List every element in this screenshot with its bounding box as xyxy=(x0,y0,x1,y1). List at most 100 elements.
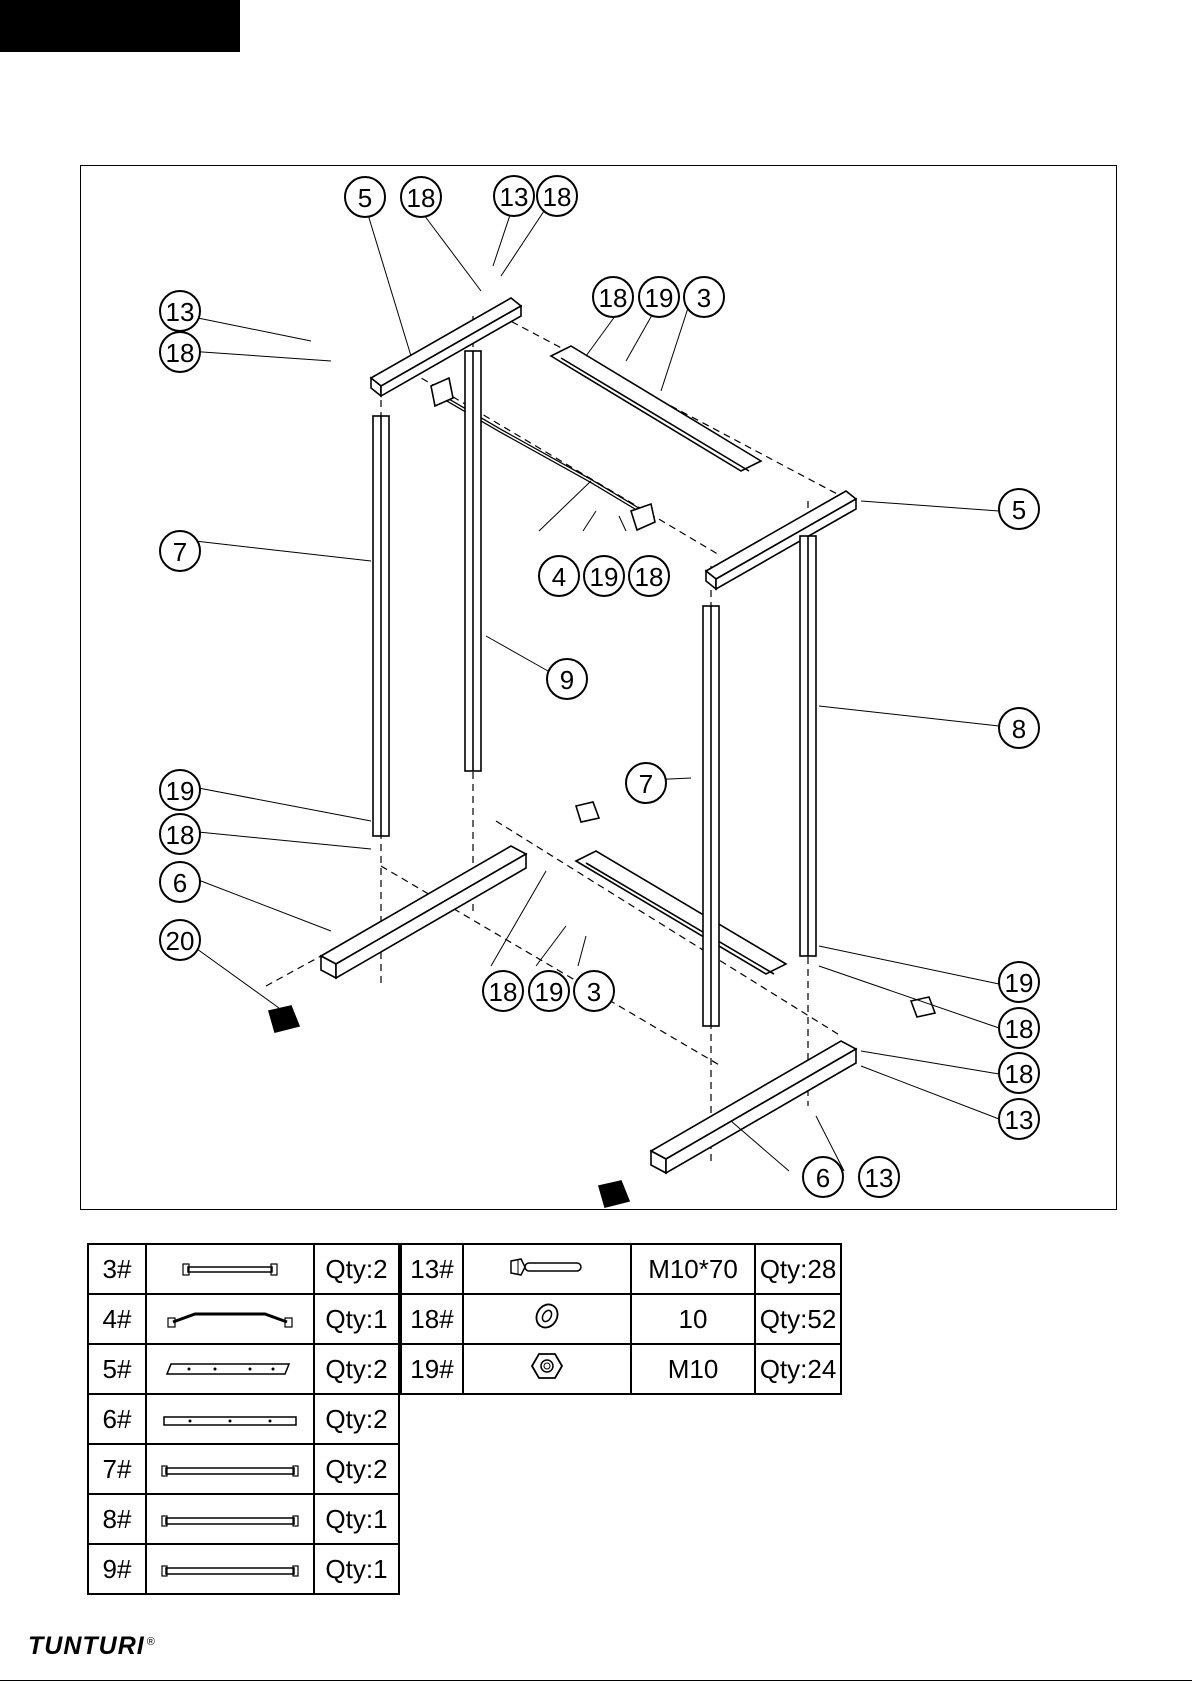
svg-text:13: 13 xyxy=(500,182,529,212)
part-number: 13# xyxy=(401,1244,463,1294)
callout: 7 xyxy=(160,531,200,571)
svg-text:9: 9 xyxy=(560,665,574,695)
table-row: 6# Qty:2 xyxy=(88,1394,399,1444)
part-3-bottom xyxy=(576,851,786,974)
part-number: 9# xyxy=(88,1544,146,1594)
svg-text:18: 18 xyxy=(599,283,628,313)
header-bar xyxy=(0,0,240,52)
pullup-bar-icon xyxy=(146,1294,314,1344)
callout: 18 xyxy=(593,277,633,317)
svg-text:3: 3 xyxy=(587,977,601,1007)
callout: 9 xyxy=(547,659,587,699)
callout: 5 xyxy=(345,177,385,217)
upright-icon xyxy=(146,1444,314,1494)
callout: 18 xyxy=(629,556,669,596)
part-number: 5# xyxy=(88,1344,146,1394)
callout: 7 xyxy=(626,763,666,803)
table-row: 19# M10 Qty:24 xyxy=(401,1344,841,1394)
table-row: 13# M10*70 Qty:28 xyxy=(401,1244,841,1294)
callout: 18 xyxy=(483,971,523,1011)
table-row: 3# Qty:2 xyxy=(88,1244,399,1294)
svg-text:13: 13 xyxy=(166,297,195,327)
top-bar-icon xyxy=(146,1344,314,1394)
svg-text:18: 18 xyxy=(489,977,518,1007)
callout: 19 xyxy=(529,971,569,1011)
part-9 xyxy=(465,351,481,771)
callout: 13 xyxy=(999,1099,1039,1139)
svg-text:3: 3 xyxy=(697,283,711,313)
svg-text:19: 19 xyxy=(535,977,564,1007)
crossbar-icon xyxy=(146,1244,314,1294)
assembly-diagram-frame: 5 18 13 18 13 18 18 19 3 5 7 4 19 18 9 8… xyxy=(80,165,1117,1210)
part-qty: Qty:1 xyxy=(314,1294,399,1344)
part-20-foot xyxy=(576,802,599,822)
table-row: 8# Qty:1 xyxy=(88,1494,399,1544)
callout: 8 xyxy=(999,708,1039,748)
part-number: 4# xyxy=(88,1294,146,1344)
parts-table-right: 13# M10*70 Qty:28 18# 10 Qty:52 19# M10 … xyxy=(400,1243,842,1395)
part-20-foot xyxy=(911,997,935,1017)
part-qty: Qty:1 xyxy=(314,1494,399,1544)
part-qty: Qty:1 xyxy=(314,1544,399,1594)
svg-text:19: 19 xyxy=(590,562,619,592)
callout: 18 xyxy=(401,177,441,217)
callout: 6 xyxy=(803,1157,843,1197)
footer-rule xyxy=(0,1680,1192,1681)
svg-text:18: 18 xyxy=(166,338,195,368)
part-qty: Qty:2 xyxy=(314,1444,399,1494)
part-7-mid xyxy=(703,606,719,1026)
callout: 4 xyxy=(539,556,579,596)
part-qty: Qty:2 xyxy=(314,1244,399,1294)
part-number: 6# xyxy=(88,1394,146,1444)
svg-text:18: 18 xyxy=(1005,1014,1034,1044)
callout: 18 xyxy=(537,176,577,216)
part-7-left xyxy=(373,416,389,836)
callout: 19 xyxy=(639,277,679,317)
svg-text:5: 5 xyxy=(1012,495,1026,525)
nut-icon xyxy=(463,1344,631,1394)
part-qty: Qty:2 xyxy=(314,1394,399,1444)
callout: 19 xyxy=(584,556,624,596)
callout: 18 xyxy=(160,814,200,854)
assembly-guide-lines xyxy=(266,316,841,1166)
svg-text:5: 5 xyxy=(358,183,372,213)
part-number: 8# xyxy=(88,1494,146,1544)
part-qty: Qty:24 xyxy=(755,1344,841,1394)
table-row: 18# 10 Qty:52 xyxy=(401,1294,841,1344)
svg-text:7: 7 xyxy=(173,537,187,567)
svg-text:13: 13 xyxy=(1005,1105,1034,1135)
callout: 13 xyxy=(859,1157,899,1197)
part-number: 19# xyxy=(401,1344,463,1394)
part-spec: M10*70 xyxy=(631,1244,755,1294)
svg-text:20: 20 xyxy=(166,926,195,956)
svg-text:18: 18 xyxy=(543,182,572,212)
svg-text:19: 19 xyxy=(1005,968,1034,998)
svg-text:18: 18 xyxy=(635,562,664,592)
part-5-right xyxy=(706,491,856,589)
callout: 18 xyxy=(999,1053,1039,1093)
callout: 3 xyxy=(574,971,614,1011)
svg-text:13: 13 xyxy=(865,1163,894,1193)
part-8 xyxy=(800,536,816,956)
upright-icon xyxy=(146,1544,314,1594)
washer-icon xyxy=(463,1294,631,1344)
part-3-top xyxy=(551,346,761,471)
svg-text:19: 19 xyxy=(166,776,195,806)
callout: 18 xyxy=(999,1008,1039,1048)
svg-text:6: 6 xyxy=(816,1163,830,1193)
svg-text:18: 18 xyxy=(407,183,436,213)
upright-icon xyxy=(146,1494,314,1544)
part-qty: Qty:28 xyxy=(755,1244,841,1294)
part-6-right xyxy=(651,1041,856,1173)
svg-text:7: 7 xyxy=(639,769,653,799)
svg-text:18: 18 xyxy=(166,820,195,850)
brand-logo: TUNTURI® xyxy=(28,1632,156,1661)
part-20-foot xyxy=(269,1006,299,1032)
callout: 13 xyxy=(494,176,534,216)
part-number: 18# xyxy=(401,1294,463,1344)
part-spec: M10 xyxy=(631,1344,755,1394)
callout: 18 xyxy=(160,332,200,372)
svg-text:8: 8 xyxy=(1012,714,1026,744)
assembly-diagram: 5 18 13 18 13 18 18 19 3 5 7 4 19 18 9 8… xyxy=(81,166,1115,1208)
table-row: 5# Qty:2 xyxy=(88,1344,399,1394)
